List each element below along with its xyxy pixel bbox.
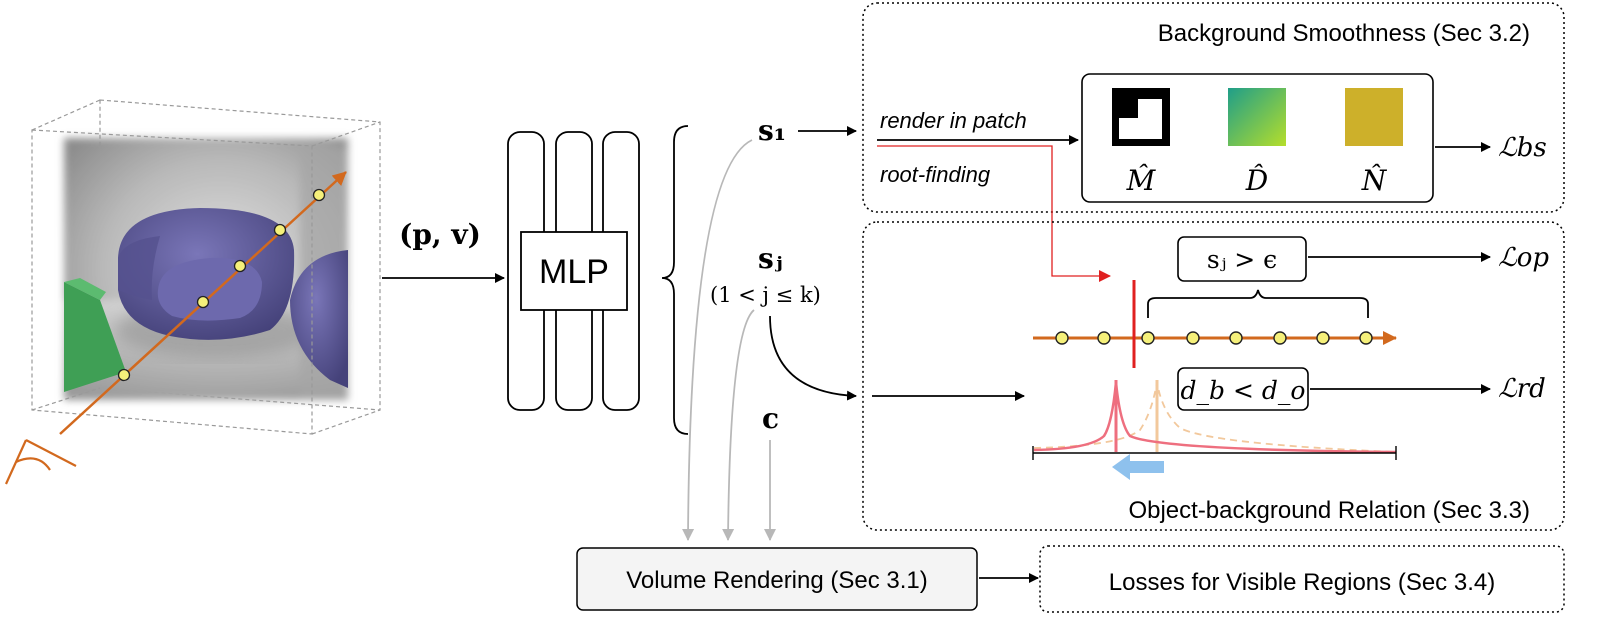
sample-ray-points [1055, 331, 1373, 345]
sample-brace [1147, 289, 1369, 318]
scene-illustration [4, 99, 381, 485]
background-smoothness-title: Background Smoothness (Sec 3.2) [1158, 20, 1530, 47]
gray-arrows [682, 139, 776, 541]
depth-map-icon [1228, 88, 1286, 146]
visible-losses-label: Losses for Visible Regions (Sec 3.4) [1109, 569, 1495, 596]
normal-map-label: N̂ [1361, 164, 1388, 197]
opacity-condition-label: sⱼ > ϵ [1207, 245, 1277, 274]
object-background-title: Object-background Relation (Sec 3.3) [1128, 497, 1530, 524]
object-background-panel [862, 221, 1565, 531]
loss-bs-label: ℒbs [1498, 133, 1547, 163]
render-in-patch-label: render in patch [880, 108, 1027, 133]
loss-op-label: ℒop [1498, 243, 1549, 273]
c-label: c [762, 402, 779, 435]
sj-range-label: (1 < j ≤ k) [710, 283, 821, 307]
depth-map-label: D̂ [1245, 164, 1268, 197]
sj-label: sⱼ [758, 242, 783, 275]
shift-arrow-icon [1112, 454, 1164, 480]
depth-condition-label: d_b < d_o [1181, 376, 1306, 405]
root-finding-label: root-finding [880, 162, 991, 187]
object-density-curve [1033, 381, 1397, 453]
mask-map-icon [1112, 88, 1170, 146]
ray-sample-points [117, 188, 326, 382]
green-cube-shape [64, 278, 126, 392]
background-density-curve [1033, 381, 1397, 454]
input-label: (p, v) [399, 218, 481, 251]
mask-map-label: M̂ [1126, 164, 1157, 197]
mlp-box [520, 231, 628, 311]
root-finding-arrow [877, 145, 1111, 282]
camera-eye-icon [4, 439, 77, 485]
s1-label: s₁ [758, 114, 786, 147]
depth-condition-box [1177, 367, 1309, 411]
armchair-shape [118, 208, 295, 340]
mlp-label: MLP [539, 253, 609, 291]
opacity-condition-box [1177, 236, 1307, 282]
volume-rendering-box [576, 547, 978, 611]
output-brace [661, 125, 689, 435]
volume-rendering-label: Volume Rendering (Sec 3.1) [626, 567, 928, 594]
second-chair-shape [290, 250, 348, 388]
loss-rd-label: ℒrd [1498, 374, 1546, 404]
visible-losses-box [1039, 545, 1565, 613]
normal-map-icon [1345, 88, 1403, 146]
sj-arrow [769, 315, 857, 401]
background-smoothness-panel [862, 2, 1565, 213]
